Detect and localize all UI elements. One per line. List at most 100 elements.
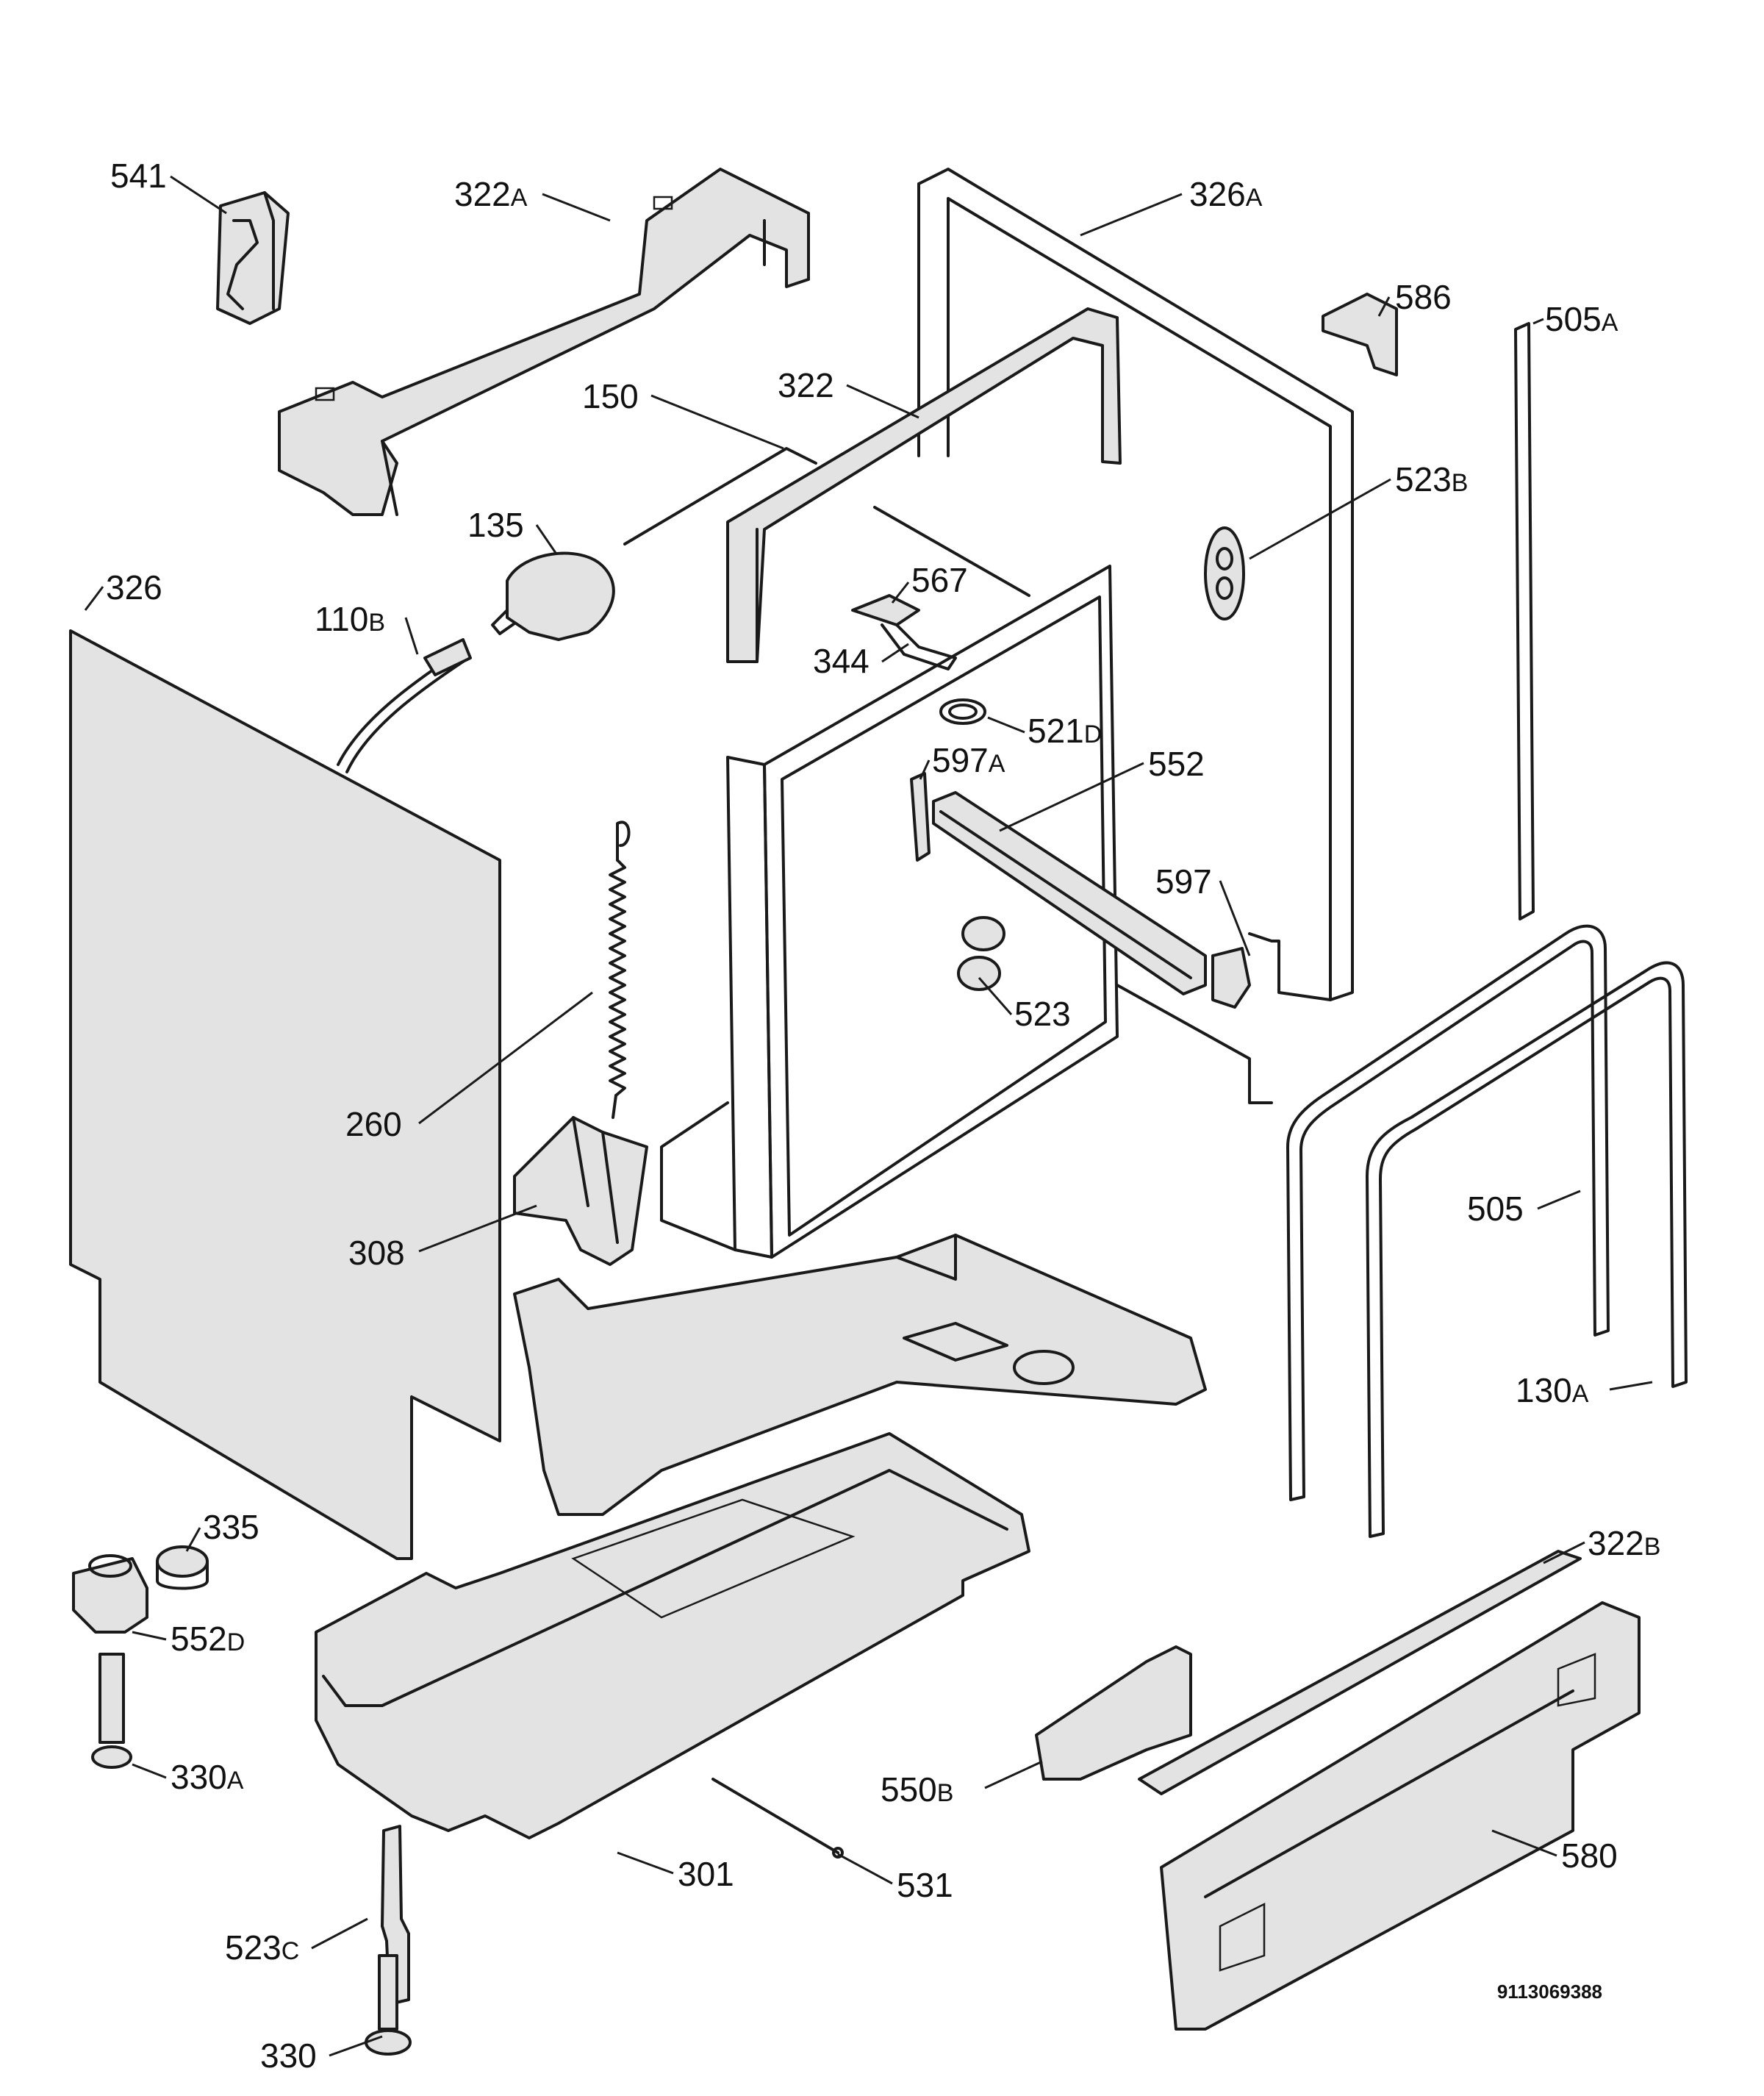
leader-line-567: [891, 582, 910, 604]
leader-line-110b: [404, 617, 419, 655]
part-label-150: 150: [582, 377, 639, 415]
callout-330a: 330A: [132, 1758, 244, 1796]
part-150-tub-top: [623, 447, 1030, 597]
callout-505a: 505A: [1532, 300, 1618, 338]
part-label-301: 301: [678, 1855, 734, 1893]
part-308-hinge: [513, 1116, 648, 1266]
callout-335: 335: [185, 1508, 259, 1552]
part-135-cap: [491, 551, 615, 641]
part-label-110b: 110B: [315, 600, 385, 638]
callout-567: 567: [891, 561, 968, 604]
part-597a-clip: [910, 772, 931, 862]
part-541-clip: [216, 191, 290, 325]
part-label-580: 580: [1561, 1836, 1618, 1875]
callout-322b: 322B: [1543, 1524, 1660, 1564]
part-505-inner-seal: [1286, 924, 1610, 1501]
leader-line-301: [617, 1851, 674, 1875]
part-label-552d: 552D: [171, 1620, 245, 1658]
part-label-586: 586: [1395, 278, 1452, 316]
part-label-308: 308: [348, 1234, 405, 1272]
part-label-322: 322: [778, 366, 834, 404]
part-label-521d: 521D: [1028, 712, 1102, 750]
callout-326: 326: [84, 568, 162, 611]
part-label-523c: 523C: [225, 1928, 299, 1967]
leader-line-550b: [984, 1760, 1043, 1789]
part-label-597: 597: [1155, 862, 1212, 901]
callout-523: 523: [978, 977, 1071, 1033]
callout-layer: 541 322A 326A 586 505A 322 150 523B 135 567 326 110…: [84, 157, 1660, 2075]
part-label-531: 531: [897, 1866, 953, 1904]
callout-260: 260: [345, 991, 593, 1143]
leader-line-322: [846, 384, 919, 419]
leader-line-308: [418, 1204, 537, 1253]
leader-line-521d: [987, 716, 1025, 734]
callout-301: 301: [617, 1851, 734, 1893]
part-label-322b: 322B: [1588, 1524, 1660, 1562]
callout-552d: 552D: [132, 1620, 245, 1658]
part-322a-top-rail: [278, 168, 810, 516]
part-330-screw: [365, 1954, 412, 2056]
part-label-550b: 550B: [881, 1770, 953, 1809]
leader-line-322a: [542, 193, 611, 222]
document-number: 9113069388: [1497, 1981, 1602, 2003]
leader-line-505: [1537, 1190, 1581, 1210]
part-597-clip: [1211, 947, 1251, 1009]
part-label-523: 523: [1014, 995, 1071, 1033]
callout-322a: 322A: [454, 175, 611, 222]
leader-line-326: [84, 586, 104, 611]
part-base-frame: [513, 1234, 1207, 1516]
callout-523c: 523C: [225, 1917, 368, 1967]
part-label-505a: 505A: [1545, 300, 1618, 338]
callout-550b: 550B: [881, 1760, 1043, 1809]
leader-line-322b: [1543, 1541, 1585, 1564]
leader-line-135: [535, 524, 557, 554]
part-label-260: 260: [345, 1105, 402, 1143]
part-label-335: 335: [203, 1508, 259, 1546]
leader-line-330a: [132, 1763, 167, 1779]
leader-line-531: [837, 1853, 893, 1885]
callout-110b: 110B: [315, 600, 419, 655]
callout-322: 322: [778, 366, 919, 419]
part-505a-seal-strip: [1514, 322, 1535, 920]
callout-521d: 521D: [987, 712, 1102, 750]
callout-344: 344: [813, 642, 909, 680]
callout-531: 531: [837, 1853, 953, 1904]
part-586-bracket: [1322, 293, 1398, 376]
part-552-rail: [932, 791, 1207, 995]
leader-line-523: [978, 977, 1013, 1015]
part-531-rod: [711, 1778, 844, 1859]
leader-line-326a: [1080, 193, 1183, 237]
callout-130a: 130A: [1516, 1371, 1653, 1409]
leader-line-597: [1219, 880, 1251, 956]
part-label-523b: 523B: [1395, 460, 1468, 498]
leader-line-344: [881, 643, 909, 663]
callout-586: 586: [1377, 278, 1452, 317]
callout-541: 541: [110, 157, 227, 215]
part-301-base-pan: [315, 1432, 1030, 1839]
part-322-upper-support: [726, 307, 1122, 663]
callout-326a: 326A: [1080, 175, 1263, 237]
part-label-326: 326: [106, 568, 162, 607]
callout-597: 597: [1155, 862, 1251, 956]
callout-580: 580: [1491, 1829, 1618, 1875]
leader-line-260: [418, 991, 593, 1125]
callout-505: 505: [1467, 1190, 1581, 1228]
part-322b-lower-rail: [1138, 1550, 1582, 1795]
leader-line-335: [185, 1527, 201, 1552]
leader-line-552: [999, 762, 1144, 832]
part-label-130a: 130A: [1516, 1371, 1589, 1409]
leader-line-523b: [1249, 478, 1391, 560]
part-label-330: 330: [260, 2036, 317, 2075]
part-label-344: 344: [813, 642, 870, 680]
callout-523b: 523B: [1249, 460, 1468, 560]
part-label-597a: 597A: [932, 741, 1005, 779]
callout-308: 308: [348, 1204, 537, 1272]
part-label-326a: 326A: [1189, 175, 1263, 213]
part-tub-front-frame: [660, 565, 1119, 1259]
part-523-grommet: [957, 916, 1005, 991]
leader-line-586: [1377, 296, 1391, 317]
part-label-567: 567: [911, 561, 968, 599]
part-110b-hose: [337, 638, 472, 773]
part-label-135: 135: [467, 506, 524, 544]
